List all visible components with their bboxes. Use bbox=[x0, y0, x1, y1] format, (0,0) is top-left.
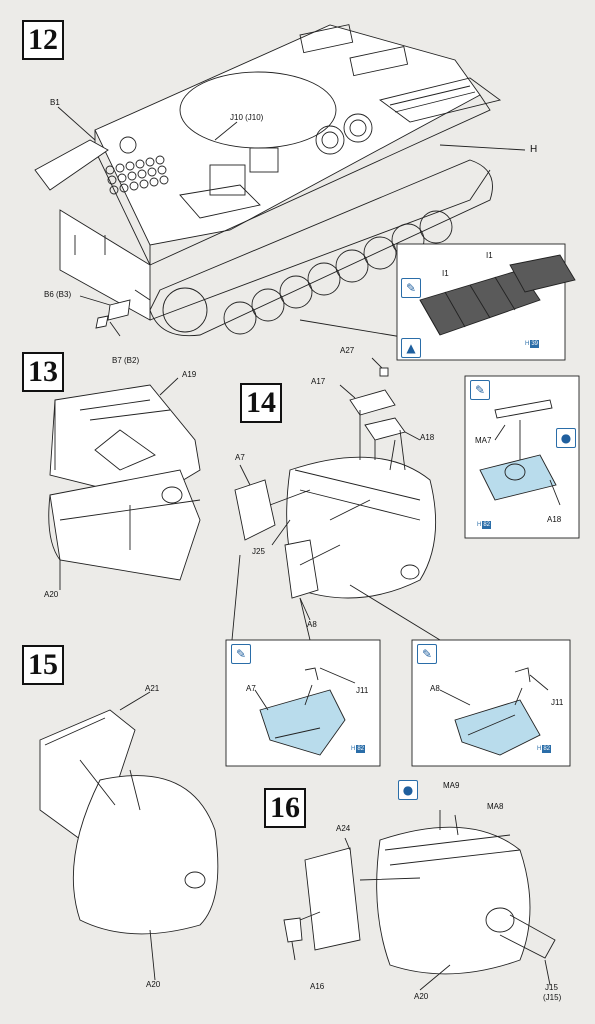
label-ma8: MA8 bbox=[487, 802, 504, 811]
step-number-12: 12 bbox=[22, 20, 64, 60]
label-b7: B7 (B2) bbox=[112, 356, 140, 365]
glue-drop-icon: ● bbox=[556, 428, 576, 448]
step14-turret-assembly bbox=[231, 357, 441, 641]
label-a20-step15: A20 bbox=[146, 980, 161, 989]
label-a19: A19 bbox=[182, 370, 197, 379]
label-a18-inset: A18 bbox=[547, 515, 562, 524]
label-a20-step16: A20 bbox=[414, 992, 429, 1001]
label-ma9: MA9 bbox=[443, 781, 460, 790]
label-j15-paren: (J15) bbox=[543, 993, 562, 1002]
step-number-13: 13 bbox=[22, 352, 64, 392]
label-i1-top: I1 bbox=[486, 251, 493, 260]
label-b1: B1 bbox=[50, 98, 60, 107]
label-j25: J25 bbox=[252, 547, 265, 556]
label-h: H bbox=[530, 144, 538, 155]
label-j11-b: J11 bbox=[551, 698, 564, 707]
step-number-15: 15 bbox=[22, 645, 64, 685]
brush-icon: ✎ bbox=[231, 644, 251, 664]
step12-tank-hull bbox=[34, 24, 526, 341]
label-a20-step13: A20 bbox=[44, 590, 59, 599]
label-a16: A16 bbox=[310, 982, 325, 991]
step14-inset-hatch bbox=[464, 375, 580, 539]
label-a24: A24 bbox=[336, 824, 351, 833]
step-number-14: 14 bbox=[240, 383, 282, 423]
brush-icon: ✎ bbox=[470, 380, 490, 400]
step14-inset-a7 bbox=[225, 639, 381, 767]
brush-icon: ✎ bbox=[417, 644, 437, 664]
label-j15: J15 bbox=[545, 983, 558, 992]
label-a8-inset: A8 bbox=[430, 684, 440, 693]
label-b6: B6 (B3) bbox=[44, 290, 72, 299]
step-number-16: 16 bbox=[264, 788, 306, 828]
label-a18: A18 bbox=[420, 433, 435, 442]
label-a27: A27 bbox=[340, 346, 355, 355]
glue-drop-icon: ● bbox=[398, 780, 418, 800]
glue-drop-icon: ▲ bbox=[401, 338, 421, 358]
label-a8: A8 bbox=[307, 620, 317, 629]
step16-mantlet-assembly bbox=[283, 810, 556, 991]
step13-turret-front bbox=[48, 377, 201, 590]
brush-icon: ✎ bbox=[401, 278, 421, 298]
label-ma7: MA7 bbox=[475, 436, 492, 445]
label-j11-a: J11 bbox=[356, 686, 369, 695]
label-i1-left: I1 bbox=[442, 269, 449, 278]
step15-turret-sides bbox=[39, 691, 219, 981]
label-a21: A21 bbox=[145, 684, 160, 693]
label-j10: J10 (J10) bbox=[230, 113, 264, 122]
label-a7: A7 bbox=[235, 453, 245, 462]
label-a17: A17 bbox=[311, 377, 326, 386]
step12-track-inset bbox=[396, 243, 576, 361]
label-a7-inset: A7 bbox=[246, 684, 256, 693]
